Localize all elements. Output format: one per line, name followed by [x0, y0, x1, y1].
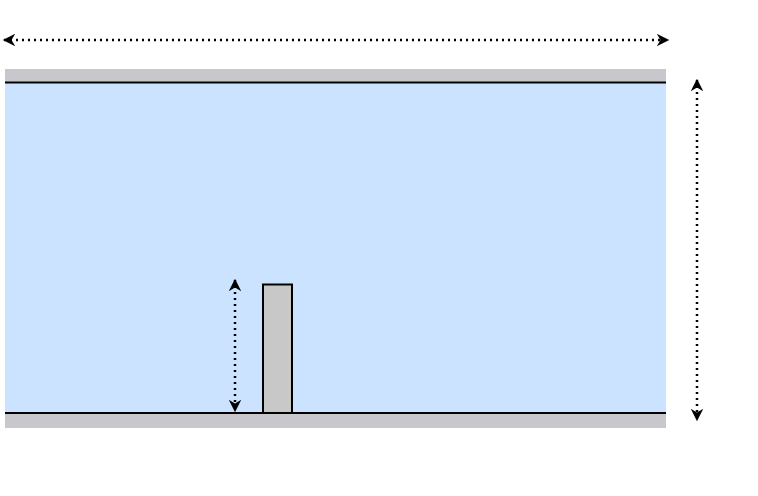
obstacle-block — [262, 283, 293, 414]
top-wall — [5, 69, 666, 82]
fluid-channel — [5, 83, 666, 413]
bottom-wall — [5, 414, 666, 428]
